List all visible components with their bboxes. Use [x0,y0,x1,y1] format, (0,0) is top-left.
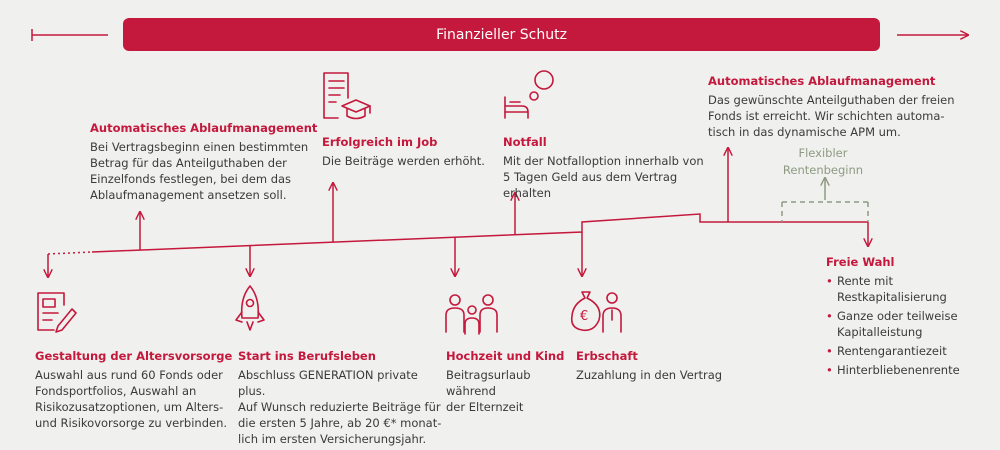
bullet-icon: • [826,363,833,377]
free-choice-title: Freie Wahl [826,255,895,269]
bullet-icon: • [826,274,833,288]
hospital-bed-icon [504,70,554,119]
option-label: Ganze oder teilweise Kapitalleistung [837,309,958,339]
free-choice-option: • Hinterbliebenenrente [826,362,991,378]
banner-financial-protection: Finanzieller Schutz [123,18,880,51]
event-description: Auswahl aus rund 60 Fonds oder Fondsport… [35,368,228,430]
event-title: Automatisches Ablaufmanagement [708,74,936,88]
event-description: Zuzahlung in den Vertrag [576,368,723,382]
event-title: Start ins Berufsleben [238,349,376,363]
event-description: Bei Vertragsbeginn einen bestimmten Betr… [90,140,309,202]
event-wedding-child: Hochzeit und Kind Beitragsurlaub während… [446,348,571,415]
event-automatic-expiry-1: Automatisches Ablaufmanagement Bei Vertr… [90,120,320,203]
banner-label: Finanzieller Schutz [436,26,567,43]
timeline-dotted-start [47,251,93,255]
event-emergency: Notfall Mit der Notfalloption innerhalb … [503,134,723,201]
free-choice-block: Freie Wahl • Rente mit Restkapitalisierun… [826,254,991,381]
option-label: Hinterbliebenenrente [837,363,960,377]
banner-left-line [31,29,108,41]
option-label: Rente mit Restkapitalisierung [837,274,947,304]
event-title: Hochzeit und Kind [446,349,565,363]
timeline-line [91,213,782,253]
event-description: Abschluss GENERATION private plus. Auf W… [238,368,442,446]
money-bag-person-icon: € [570,291,622,333]
event-title: Erfolgreich im Job [322,135,438,149]
free-choice-option: • Rente mit Restkapitalisierung [826,273,991,305]
form-pen-icon [37,292,77,333]
event-inheritance: Erbschaft Zuzahlung in den Vertrag [576,348,746,383]
event-title: Erbschaft [576,349,638,363]
event-description: Die Beiträge werden erhöht. [322,154,485,168]
event-automatic-expiry-2: Automatisches Ablaufmanagement Das gewün… [708,73,993,140]
event-career-start: Start ins Berufsleben Abschluss GENERATI… [238,348,443,447]
family-icon [445,294,498,335]
svg-text:€: € [580,309,588,324]
event-successful-job: Erfolgreich im Job Die Beiträge werden e… [322,134,502,169]
bullet-icon: • [826,309,833,323]
bullet-icon: • [826,344,833,358]
rocket-icon [235,285,265,331]
free-choice-option: • Ganze oder teilweise Kapitalleistung [826,308,991,340]
free-choice-option: • Rentengarantiezeit [826,343,991,359]
event-description: Das gewünschte Anteilguthaben der freien… [708,93,955,139]
event-description: Beitragsurlaub während der Elternzeit [446,368,531,414]
flexible-start-label: Flexibler Rentenbeginn [782,146,864,177]
event-description: Mit der Notfalloption innerhalb von 5 Ta… [503,154,704,200]
flexible-start-box [781,201,869,222]
event-title: Automatisches Ablaufmanagement [90,121,318,135]
event-retirement-design: Gestaltung der Altersvorsorge Auswahl au… [35,348,235,431]
event-title: Notfall [503,135,547,149]
option-label: Rentengarantiezeit [837,344,947,358]
free-choice-options: • Rente mit Restkapitalisierung • Ganze od… [826,273,991,378]
document-graduation-cap-icon [323,72,371,120]
event-title: Gestaltung der Altersvorsorge [35,349,233,363]
